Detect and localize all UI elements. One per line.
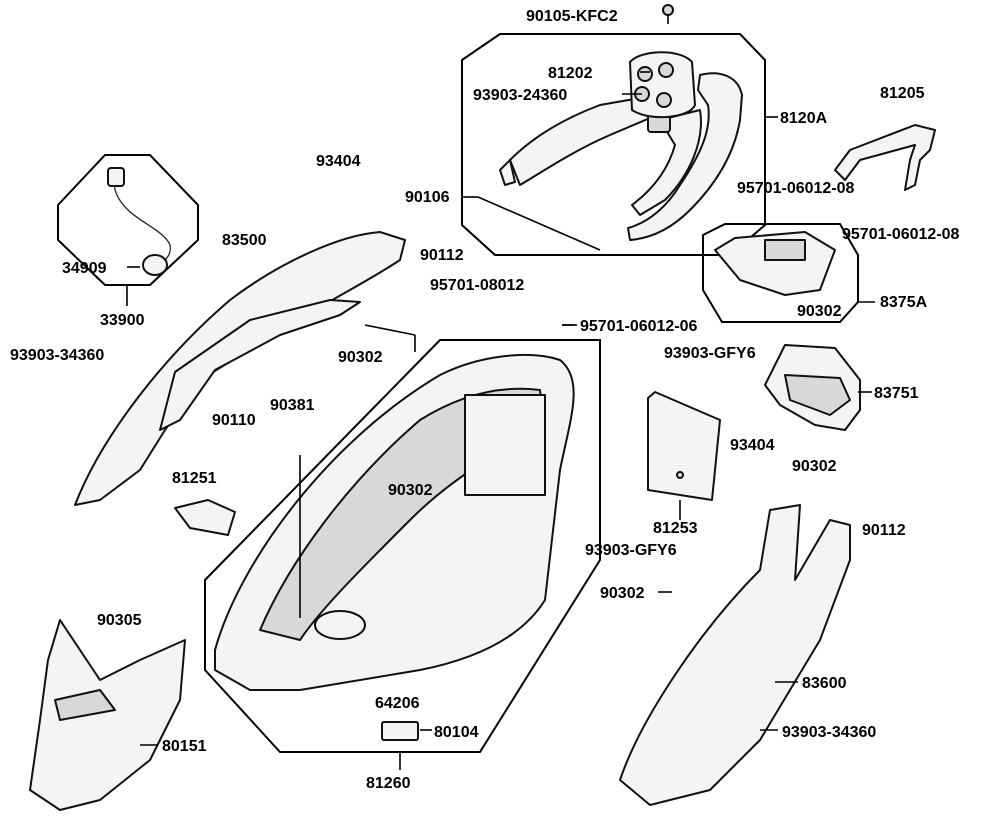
label-83500: 83500 bbox=[222, 232, 267, 249]
label-95701-08012: 95701-08012 bbox=[430, 277, 524, 294]
luggage-box-group-frame bbox=[204, 339, 601, 753]
label-93404-right: 93404 bbox=[730, 437, 775, 454]
backrest-pad bbox=[629, 51, 696, 119]
label-34909: 34909 bbox=[62, 260, 107, 277]
right-body-cover bbox=[619, 504, 851, 806]
label-81253: 81253 bbox=[653, 520, 698, 537]
label-95701-06012-06: 95701-06012-06 bbox=[580, 318, 698, 335]
label-93903-gfy6-top: 93903-GFY6 bbox=[664, 345, 756, 362]
label-93903-gfy6-bottom: 93903-GFY6 bbox=[585, 542, 677, 559]
label-95701-06012-08-right: 95701-06012-08 bbox=[842, 226, 960, 243]
battery-lid bbox=[647, 391, 721, 501]
rear-cover-8375a bbox=[714, 231, 836, 296]
label-95701-06012-08-left: 95701-06012-08 bbox=[737, 180, 855, 197]
label-33900: 33900 bbox=[100, 312, 145, 329]
label-90106: 90106 bbox=[405, 189, 450, 206]
leader-lines bbox=[126, 71, 875, 770]
left-body-cover bbox=[74, 231, 406, 506]
carrier-bracket bbox=[834, 124, 936, 191]
harness-group-frame bbox=[57, 154, 199, 286]
label-90302-8375a: 90302 bbox=[797, 303, 842, 320]
bolt-90105 bbox=[662, 4, 674, 24]
rear-carrier bbox=[499, 72, 743, 241]
connector-64206 bbox=[381, 721, 419, 741]
label-90302-bottom: 90302 bbox=[600, 585, 645, 602]
label-83751: 83751 bbox=[874, 385, 919, 402]
label-90302-left: 90302 bbox=[338, 349, 383, 366]
label-90381: 90381 bbox=[270, 397, 315, 414]
label-90302-box: 90302 bbox=[388, 482, 433, 499]
label-8375a: 8375A bbox=[880, 294, 928, 311]
label-93903-34360-bottom: 93903-34360 bbox=[782, 724, 876, 741]
label-81260: 81260 bbox=[366, 775, 411, 792]
label-90112-right: 90112 bbox=[862, 522, 906, 539]
label-90112-top: 90112 bbox=[420, 247, 464, 264]
small-lid bbox=[174, 499, 236, 536]
label-64206: 64206 bbox=[375, 695, 420, 712]
luggage-box bbox=[214, 354, 575, 691]
label-83600: 83600 bbox=[802, 675, 847, 692]
label-80104: 80104 bbox=[434, 724, 479, 741]
label-90110: 90110 bbox=[212, 412, 256, 429]
label-93903-24360-top: 93903-24360 bbox=[473, 87, 567, 104]
label-8120a: 8120A bbox=[780, 110, 828, 127]
label-93903-34360-left: 93903-34360 bbox=[10, 347, 104, 364]
label-81251: 81251 bbox=[172, 470, 217, 487]
label-93404-top: 93404 bbox=[316, 153, 361, 170]
label-81202: 81202 bbox=[548, 65, 593, 82]
label-81205: 81205 bbox=[880, 85, 925, 102]
cover-83751 bbox=[764, 344, 861, 431]
front-lower-cover bbox=[29, 619, 186, 811]
label-90302-83751: 90302 bbox=[792, 458, 837, 475]
label-80151: 80151 bbox=[162, 738, 207, 755]
wire-harness bbox=[107, 167, 171, 276]
label-90105-kfc2: 90105-KFC2 bbox=[526, 8, 618, 25]
label-90305: 90305 bbox=[97, 612, 142, 629]
